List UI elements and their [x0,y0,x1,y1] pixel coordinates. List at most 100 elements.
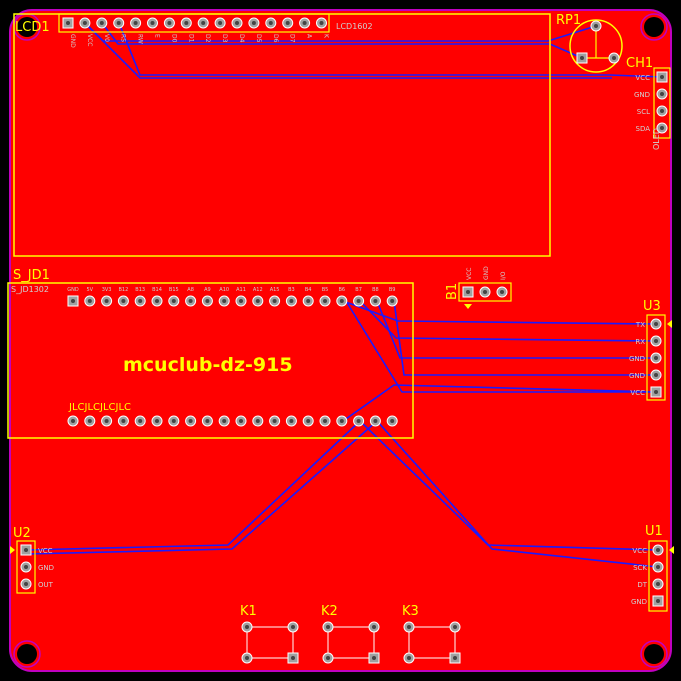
u3-pin-gnd [650,352,662,364]
key-pin [241,621,253,633]
sjd1-bottom-pin [168,415,180,427]
sjd1-bottom-pin [117,415,129,427]
rp1-potentiometer [569,19,623,73]
lcd1-pin-label: D6 [272,34,279,43]
trace [25,420,361,551]
u3-pin1-marker [667,320,672,328]
trace [25,420,378,555]
lcd1-pin-gnd [62,17,74,29]
key-k3 [403,621,461,664]
b1-pin-io [496,286,508,298]
u3-connector-outline [646,314,666,401]
sjd1-bottom-pin [201,415,213,427]
b1-pin-label: VCC [466,268,473,280]
sjd1-bottom-pin [269,415,281,427]
b1-connector-outline [458,282,512,302]
sjd1-part-label: S_JD1302 [11,285,49,294]
sjd1-top-pin-label: 5V [86,287,93,293]
u1-pin-sck [652,561,664,573]
u2-pin-label: VCC [38,547,53,555]
sjd1-top-pin [353,295,365,307]
mounting-holes [13,13,668,668]
trace [84,22,612,79]
u1-pin-dt [652,578,664,590]
sjd1-top-pin [285,295,297,307]
u3-pin-label: GND [629,355,645,363]
key-pin [368,652,380,664]
sjd1-bottom-pin [285,415,297,427]
lcd1-designator: LCD1 [15,20,50,35]
b1-pin-label: GND [483,266,490,280]
sjd1-top-pin-label: B9 [389,287,396,293]
ch1-pin-label: VCC [635,74,650,82]
trace [101,22,583,59]
u2-connector-outline [16,540,36,594]
lcd1-pin-label: RW [137,34,144,44]
lcd1-pin-k [316,17,327,29]
lcd1-pin-a [299,17,311,29]
keys [241,621,461,664]
lcd1-pin-label: D7 [289,34,296,43]
lcd1-pin-d6 [265,17,277,29]
lcd1-pin-d3 [214,17,226,29]
key-pin [322,652,334,664]
sjd1-top-pin-label: GND [67,287,79,293]
sjd1-bottom-pin [151,415,163,427]
sjd1-top-pin [336,295,348,307]
sjd1-designator: S_JD1 [13,268,50,283]
sjd1-top-pin-label: B13 [135,287,145,293]
u1-pin1-marker [669,546,674,554]
sjd1-top-pin [168,295,180,307]
sjd1-top-pin [218,295,230,307]
rp1-designator: RP1 [556,13,581,28]
lcd1-pin-label: VCC [86,34,93,46]
sjd1-top-pin-label: B8 [372,287,379,293]
sjd1-bottom-pin [386,415,398,427]
k1-designator: K1 [240,604,257,619]
copper-pour [9,9,672,672]
sjd1-top-pin-label: B14 [152,287,162,293]
u1-pin-label: GND [631,598,647,606]
lcd1-part-label: LCD1602 [336,22,373,31]
lcd1-pin-label: A [306,34,313,39]
b1-pin-label: I/O [500,271,507,280]
sjd1-top-pin-label: B5 [322,287,329,293]
lcd1-pin-label: V0 [103,34,110,42]
k2-designator: K2 [321,604,338,619]
lcd1-pin-d5 [248,17,260,29]
sjd1-top-pin [101,295,113,307]
sjd1-bottom-pin-row [67,415,398,427]
sjd1-bottom-pin [101,415,113,427]
ch1-pin-vcc [656,71,668,83]
u1-connector-outline [648,540,668,612]
sjd1-top-pin-label: A15 [270,287,280,293]
key-pin [449,652,461,664]
ch1-pin-gnd [656,88,668,100]
key-pin [403,652,415,664]
sjd1-bottom-pin [235,415,247,427]
sjd1-top-pin [151,295,163,307]
sjd1-top-pin-label: A11 [236,287,246,293]
u2-pin-vcc [20,544,32,556]
lcd1-connector-outline [58,13,330,33]
lcd1-pin-label: D0 [170,34,177,43]
lcd1-pin-label: RS [120,34,127,42]
ch1-pin-scl [656,105,668,117]
sjd1-top-pin [84,295,96,307]
trace [376,300,656,359]
sjd1-top-pin [201,295,213,307]
sjd1-top-pin [369,295,381,307]
board-title: mcuclub-dz-915 [123,354,293,376]
b1-pin1-marker [464,304,472,309]
u3-pin-label: RX [635,338,645,346]
u1-pin-gnd [652,595,664,607]
u1-pin-label: VCC [632,547,647,555]
sjd1-top-pin [185,295,197,307]
u3-designator: U3 [643,299,661,314]
lcd1-pin-label: D5 [255,34,262,43]
u3-pin-tx [650,318,662,330]
